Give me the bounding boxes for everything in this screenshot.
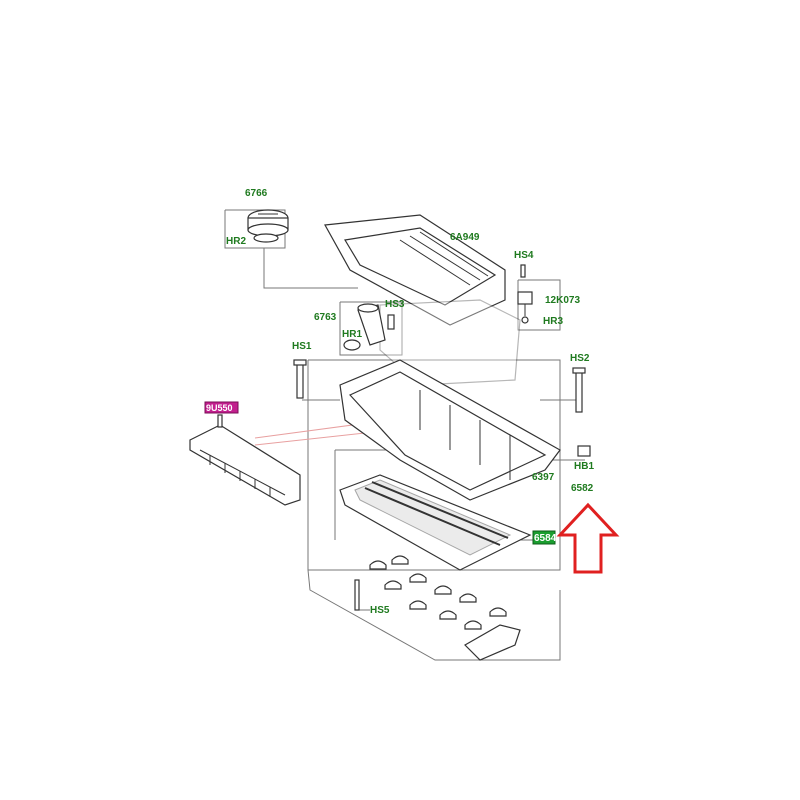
label-12k073: 12K073 xyxy=(545,295,580,306)
oil-filler-cap xyxy=(247,209,289,243)
label-6a949: 6A949 xyxy=(450,232,480,243)
cam-gasket-and-camshafts xyxy=(339,474,532,571)
label-hs2: HS2 xyxy=(570,353,590,364)
label-hs1: HS1 xyxy=(292,341,312,352)
sensor-12k073 xyxy=(517,264,533,324)
label-6766: 6766 xyxy=(245,188,268,199)
label-6582: 6582 xyxy=(571,483,594,494)
camshaft-cover xyxy=(339,359,561,501)
label-hr3: HR3 xyxy=(543,316,563,327)
part-9u550 xyxy=(189,414,301,506)
highlighted-label-6584: 6584 xyxy=(532,530,557,545)
part-labels: 6766 HR2 6A949 HS4 12K073 HR3 6763 HS3 H… xyxy=(226,188,594,616)
oil-filler-neck xyxy=(343,303,395,351)
label-6763: 6763 xyxy=(314,312,337,323)
label-hs3: HS3 xyxy=(385,299,405,310)
engine-block-ghost xyxy=(379,299,521,386)
label-6397: 6397 xyxy=(532,472,555,483)
label-hs5: HS5 xyxy=(370,605,390,616)
engine-cover xyxy=(324,214,506,326)
label-hb1: HB1 xyxy=(574,461,594,472)
label-hs4: HS4 xyxy=(514,250,534,261)
up-arrow-outline-icon xyxy=(556,502,620,574)
label-hr1: HR1 xyxy=(342,329,362,340)
bearing-caps xyxy=(354,555,521,661)
label-9u550: 9U550 xyxy=(206,403,233,413)
label-6584: 6584 xyxy=(534,533,557,544)
label-hr2: HR2 xyxy=(226,236,246,247)
highlighted-label-9u550: 9U550 xyxy=(204,401,239,414)
